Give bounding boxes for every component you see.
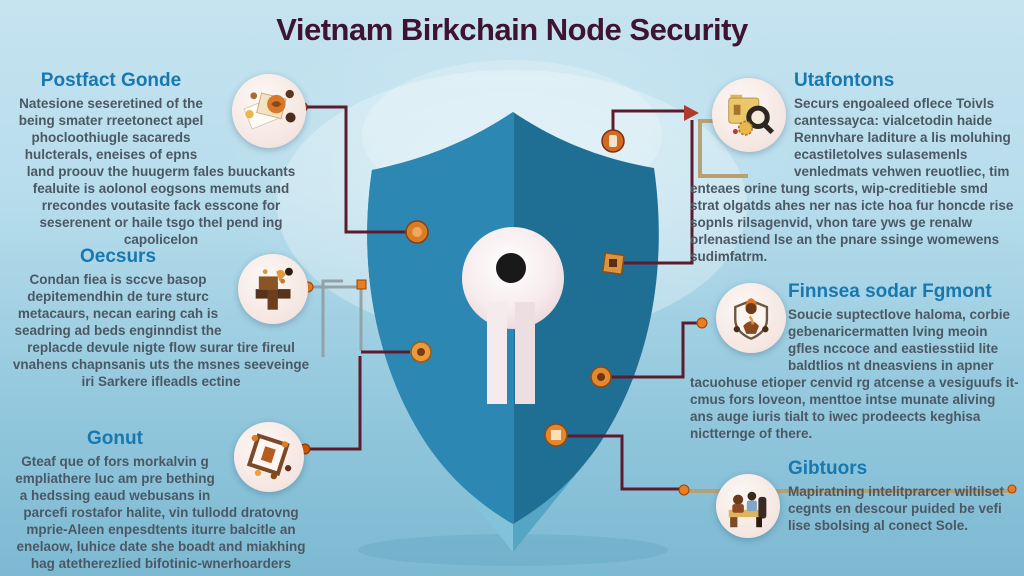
badge-cube-icon [601,251,626,276]
drawing-board-icon [220,422,312,504]
section-title: Oecsurs [79,246,157,267]
section-body: Condan fiea is sccve basop depitemendhin… [12,272,310,389]
section-body: Soucie suptectlove haloma, corbie gebena… [690,307,1019,441]
badge-coin-d-icon [601,129,625,153]
arrow-right-icon [684,105,699,121]
section-title: Utafontons [794,70,895,91]
shield-person-icon [690,281,788,361]
section-title: Gibtuors [788,458,868,479]
node-badges [298,102,1017,496]
section-oecsurs: Oecsurs Condan fiea is sccve basop depit… [10,246,312,390]
section-gonut: Gonut Gteaf que of fors morkalvin g empl… [10,422,312,572]
folder-search-icon [690,70,794,164]
section-title: Finnsea sodar Fgmont [788,281,992,302]
node-dot-icon [678,484,690,496]
documents-photos-icon [212,70,312,162]
section-utafontons: Utafontons Securs engoaleed oflece Toivl… [690,70,1020,265]
keyhole-icon [462,227,564,404]
tools-desk-icon [226,246,312,336]
section-body: Gteaf que of fors morkalvin g empliather… [15,454,306,571]
section-finnsea-sodar-fgmont: Finnsea sodar Fgmont Soucie suptectlove … [690,281,1022,442]
section-title: Postfact Gonde [40,70,182,91]
node-dot-icon [696,317,708,329]
section-title: Gonut [87,428,143,449]
node-square-icon [356,279,367,290]
section-gibtuors: Gibtuors Mapiratning intelitprarcer wilt… [690,458,1022,550]
badge-lock-icon [410,341,432,363]
main-title: Vietnam Birkchain Node Security [276,12,748,47]
people-desk-icon [690,458,788,550]
badge-coin-icon [405,220,429,244]
section-postfact-gonde: Postfact Gonde Natesione seseretined of … [10,70,312,248]
node-dot-icon [1007,484,1017,494]
badge-chip-icon [544,423,568,447]
badge-gear-icon [590,366,612,388]
section-body: Securs engoaleed oflece Toivls cantessay… [690,96,1014,264]
section-body: Natesione seseretined of the being smate… [18,96,296,247]
section-body: Mapiratning intelitprarcer wiltilset ceg… [788,484,1005,533]
